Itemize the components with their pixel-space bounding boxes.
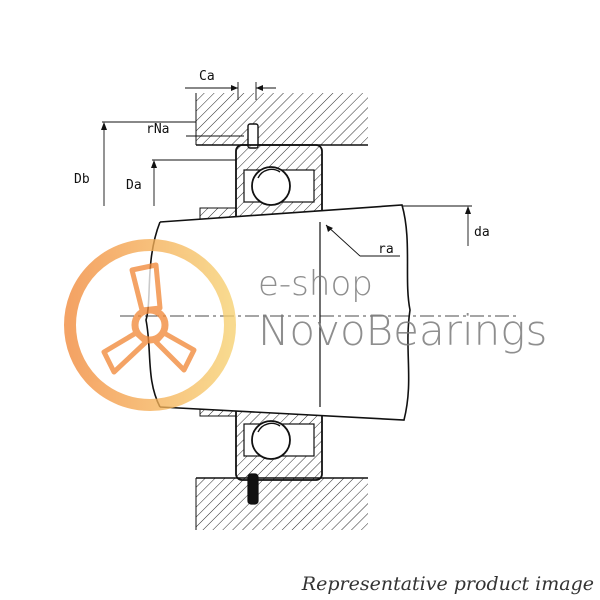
- housing-bottom: [195, 473, 368, 530]
- label-da-lower: da: [474, 225, 490, 240]
- watermark-brand: NovoBearings: [258, 306, 547, 355]
- dimension-arrowheads: [101, 85, 471, 232]
- bearing-propeller-logo-icon: [64, 239, 236, 411]
- bearing-lower: [235, 397, 323, 481]
- dimension-lines: [102, 82, 472, 257]
- label-ra: ra: [378, 242, 394, 257]
- representative-caption: Representative product image: [301, 573, 594, 595]
- label-rna: rNa: [146, 122, 169, 137]
- label-ca: Ca: [199, 69, 215, 84]
- label-da-upper: Da: [126, 178, 142, 193]
- housing-top: [195, 93, 368, 149]
- bearing-upper: [235, 144, 323, 228]
- watermark-eshop: e-shop: [258, 264, 373, 304]
- label-db: Db: [74, 172, 90, 187]
